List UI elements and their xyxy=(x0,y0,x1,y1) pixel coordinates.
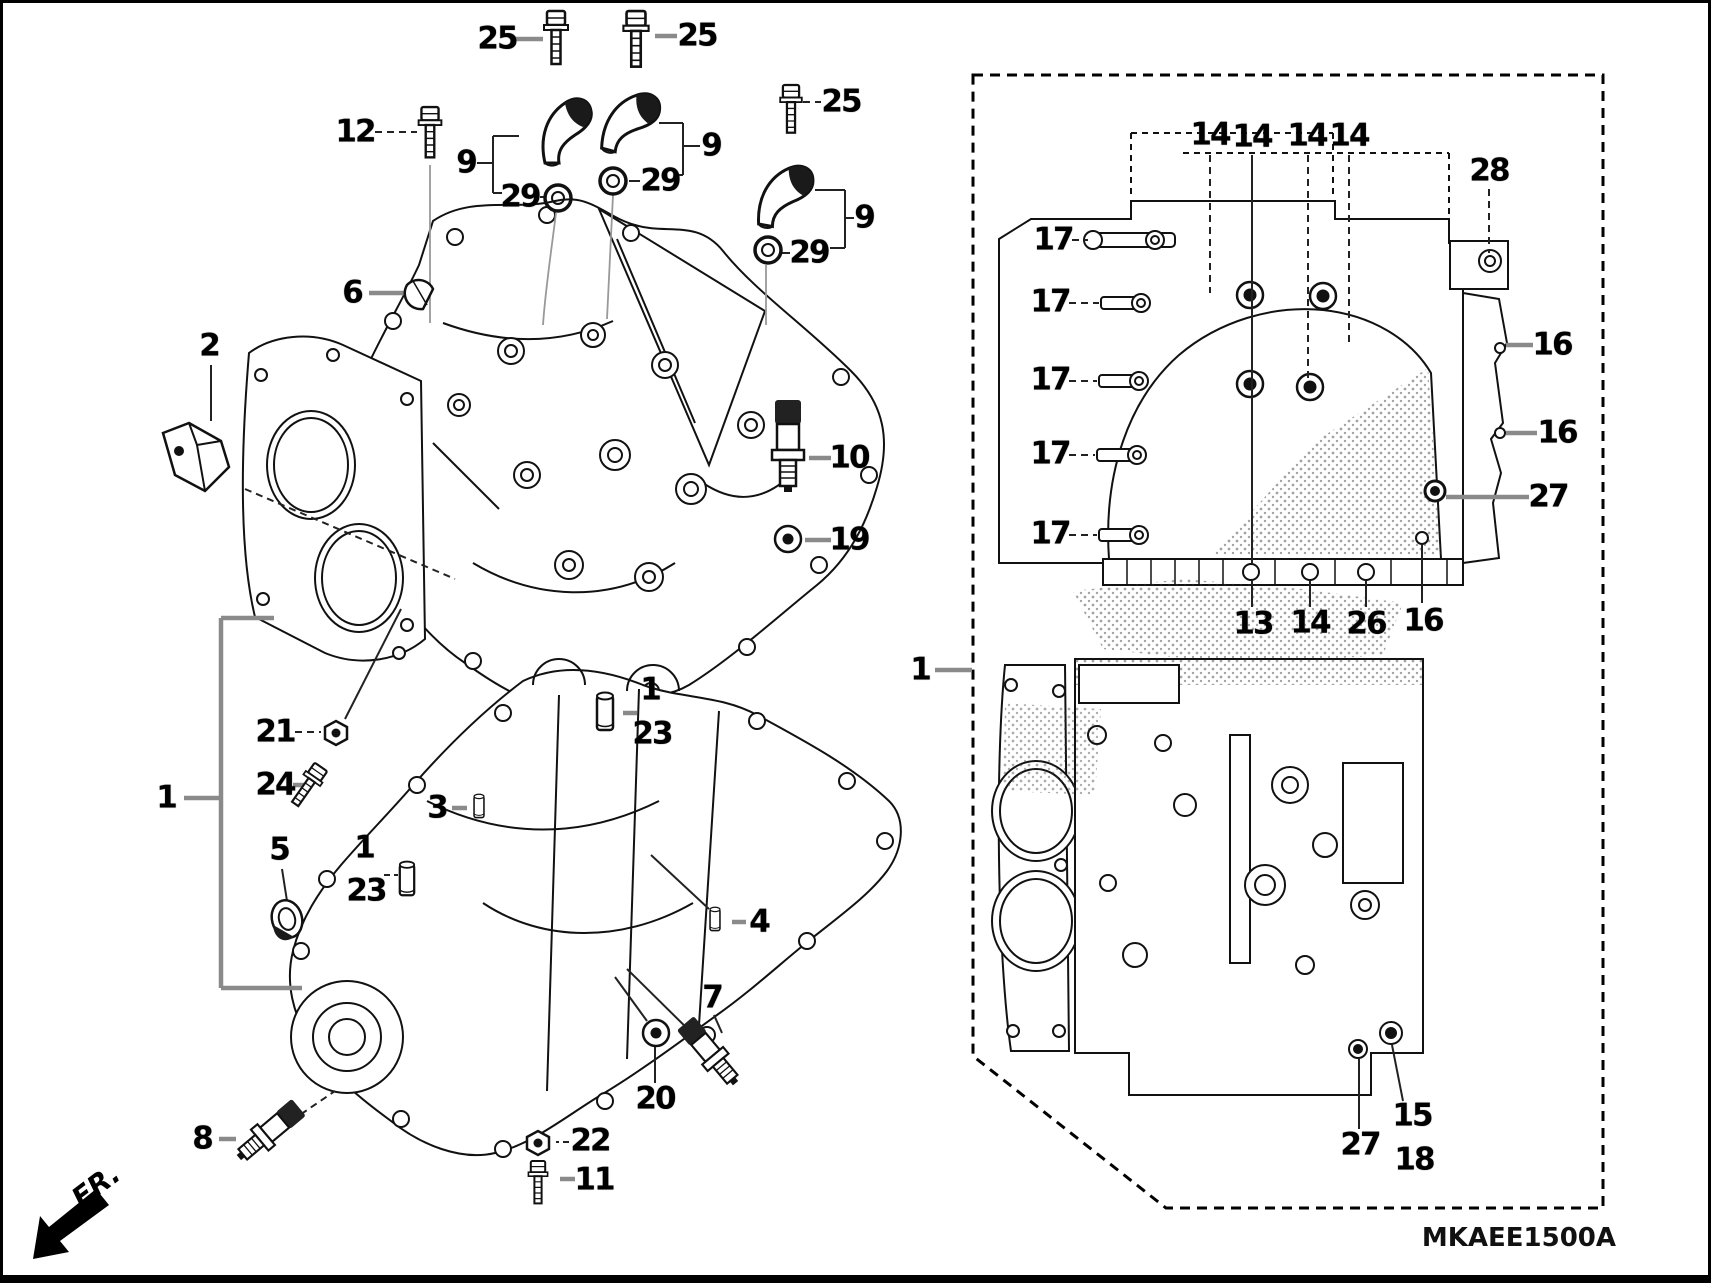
bolt-12-part xyxy=(417,105,443,159)
part-label-16: 16 xyxy=(1532,326,1573,363)
plug-5-part xyxy=(270,898,304,941)
loose-parts xyxy=(161,9,817,1205)
part-label-24: 24 xyxy=(255,766,296,803)
part-label-27: 27 xyxy=(1340,1126,1381,1163)
part-label-14: 14 xyxy=(1329,117,1370,154)
bolt-11-part xyxy=(527,1159,549,1205)
part-label-29: 29 xyxy=(789,234,830,271)
part-label-9: 9 xyxy=(456,144,478,181)
part-label-14: 14 xyxy=(1290,604,1331,641)
bolt-25-part xyxy=(779,83,803,134)
part-label-18: 18 xyxy=(1394,1141,1435,1178)
fr-arrow-icon xyxy=(33,1189,109,1259)
part-label-15: 15 xyxy=(1392,1097,1433,1134)
part-label-26: 26 xyxy=(1346,605,1387,642)
part-label-14: 14 xyxy=(1190,116,1231,153)
part-label-14: 14 xyxy=(1287,117,1328,154)
part-label-19: 19 xyxy=(829,521,870,558)
part-label-1: 1 xyxy=(910,651,932,688)
lower-crankcase-art xyxy=(288,658,902,1158)
right-upper-case-art xyxy=(998,132,1509,586)
o-ring-29-part xyxy=(753,235,783,265)
washer-20-part xyxy=(641,1018,671,1048)
part-label-25: 25 xyxy=(677,17,718,54)
lower-case-ears xyxy=(292,704,894,1158)
pin-4-part xyxy=(709,906,721,932)
part-label-20: 20 xyxy=(635,1080,676,1117)
part-label-9: 9 xyxy=(854,199,876,236)
part-label-1: 1 xyxy=(156,779,178,816)
part-label-10: 10 xyxy=(829,439,870,476)
washer-19-part xyxy=(773,524,803,554)
sensor-7-part xyxy=(673,1013,748,1093)
part-label-16: 16 xyxy=(1537,414,1578,451)
part-label-23: 23 xyxy=(632,715,673,752)
part-label-17: 17 xyxy=(1030,361,1071,398)
dowel-23-part xyxy=(595,691,615,732)
hatch-cloud xyxy=(1073,579,1403,665)
bolt-25-part xyxy=(622,9,650,68)
part-label-12: 12 xyxy=(335,113,376,150)
sensor-8-part xyxy=(229,1095,309,1170)
part-label-25: 25 xyxy=(821,83,862,120)
part-label-1: 1 xyxy=(354,829,376,866)
joint-9-part xyxy=(597,84,665,165)
part-label-25: 25 xyxy=(477,20,518,57)
joint-9-part xyxy=(754,158,817,237)
switch-2-part xyxy=(161,421,231,493)
dowel-23-part xyxy=(398,860,416,897)
part-label-11: 11 xyxy=(574,1161,615,1198)
part-label-29: 29 xyxy=(640,162,681,199)
part-label-7: 7 xyxy=(702,979,724,1016)
part-label-29: 29 xyxy=(500,178,541,215)
nut-21-part xyxy=(323,719,349,747)
cylinder-gasket-art xyxy=(241,335,427,662)
part-label-27: 27 xyxy=(1528,478,1569,515)
key-6-part xyxy=(403,278,435,311)
upper-crankcase-art xyxy=(346,198,886,707)
part-label-8: 8 xyxy=(192,1120,214,1157)
part-label-16: 16 xyxy=(1403,602,1444,639)
part-label-28: 28 xyxy=(1469,152,1510,189)
part-label-17: 17 xyxy=(1030,515,1071,552)
dashed-boundary-box xyxy=(971,73,1605,1210)
part-label-23: 23 xyxy=(346,872,387,909)
diagram-artwork: FR. xyxy=(33,9,1605,1259)
o-ring-29-part xyxy=(598,166,628,196)
part-label-21: 21 xyxy=(255,713,296,750)
diagram-code: MKAEE1500A xyxy=(1421,1223,1616,1253)
upper-case-bosses xyxy=(350,206,878,700)
part-label-22: 22 xyxy=(570,1122,611,1159)
nut-22-part xyxy=(525,1129,551,1157)
pin-3-part xyxy=(473,793,485,819)
part-label-13: 13 xyxy=(1233,605,1274,642)
part-label-2: 2 xyxy=(199,327,221,364)
part-label-3: 3 xyxy=(427,789,449,826)
part-label-17: 17 xyxy=(1033,221,1074,258)
right-lower-case-art xyxy=(991,658,1424,1096)
part-label-4: 4 xyxy=(749,903,771,940)
part-label-9: 9 xyxy=(701,127,723,164)
part-label-6: 6 xyxy=(342,274,364,311)
fr-label: FR. xyxy=(65,1157,126,1215)
part-label-1: 1 xyxy=(640,671,662,708)
part-label-17: 17 xyxy=(1030,283,1071,320)
part-label-14: 14 xyxy=(1232,118,1273,155)
part-label-17: 17 xyxy=(1030,435,1071,472)
part-label-5: 5 xyxy=(269,831,291,868)
fr-direction-arrow: FR. xyxy=(33,1157,127,1259)
bolt-25-part xyxy=(542,9,570,66)
joint-9-part xyxy=(541,97,593,168)
